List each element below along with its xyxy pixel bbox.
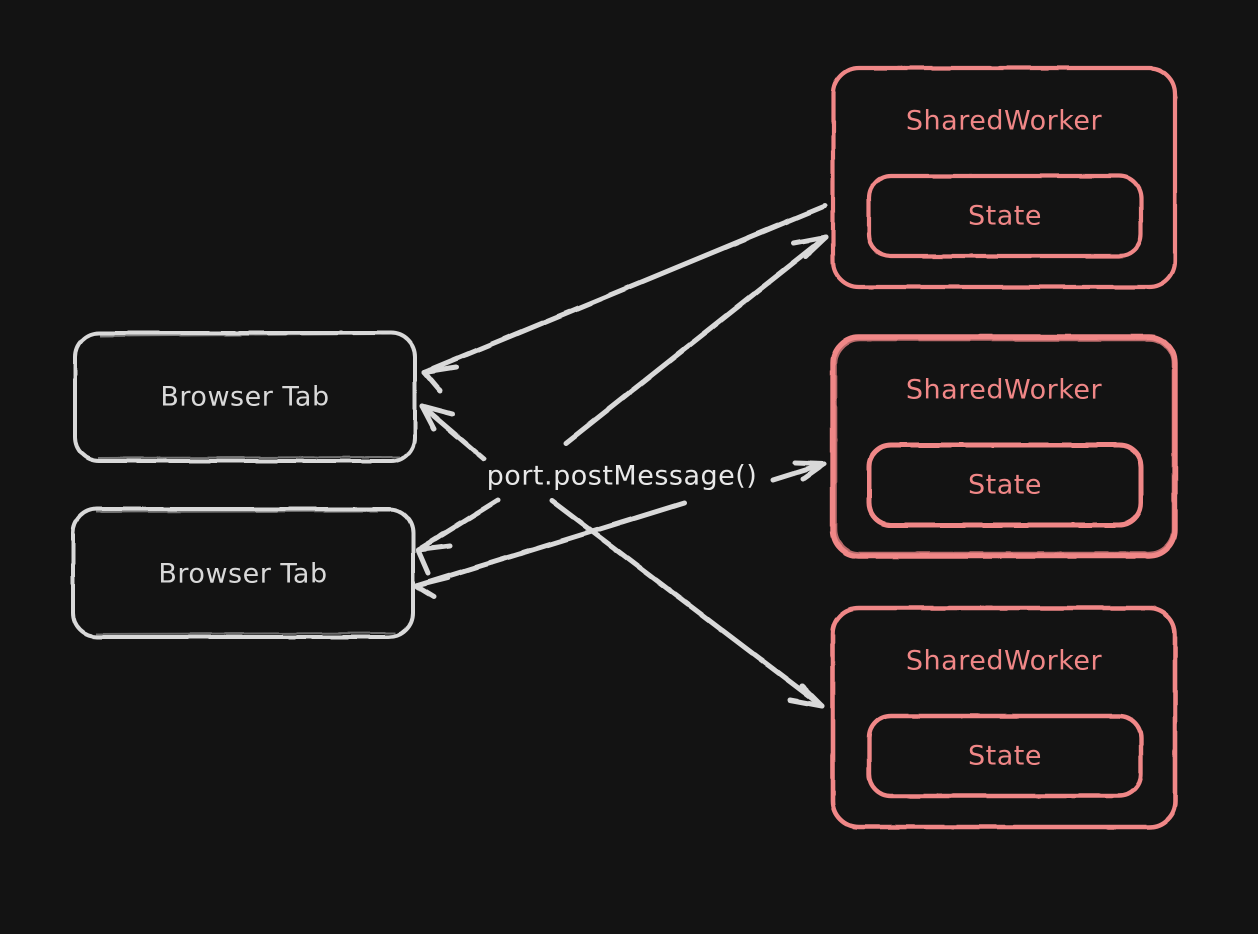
- edge-center-to-worker3: [549, 498, 825, 709]
- shared-worker-3-state-box: [866, 713, 1144, 799]
- edge-worker3-to-tab2: [413, 500, 687, 600]
- edge-center-to-worker1-a: [563, 234, 829, 446]
- edge-center-to-tab1: [419, 403, 487, 462]
- shared-worker-2-state-box: [866, 442, 1144, 528]
- shared-worker-2-box[interactable]: [830, 334, 1178, 559]
- edge-center-to-tab2-a: [415, 497, 501, 576]
- edge-worker1-to-tab1: [421, 203, 828, 394]
- edge-center-to-worker2: [770, 460, 827, 483]
- shared-worker-3-box[interactable]: [830, 605, 1178, 830]
- shared-worker-1-state-box: [866, 173, 1144, 259]
- shared-worker-1-box[interactable]: [830, 65, 1178, 290]
- browser-tab-2-box[interactable]: [71, 507, 415, 639]
- browser-tab-1-box[interactable]: [73, 331, 417, 463]
